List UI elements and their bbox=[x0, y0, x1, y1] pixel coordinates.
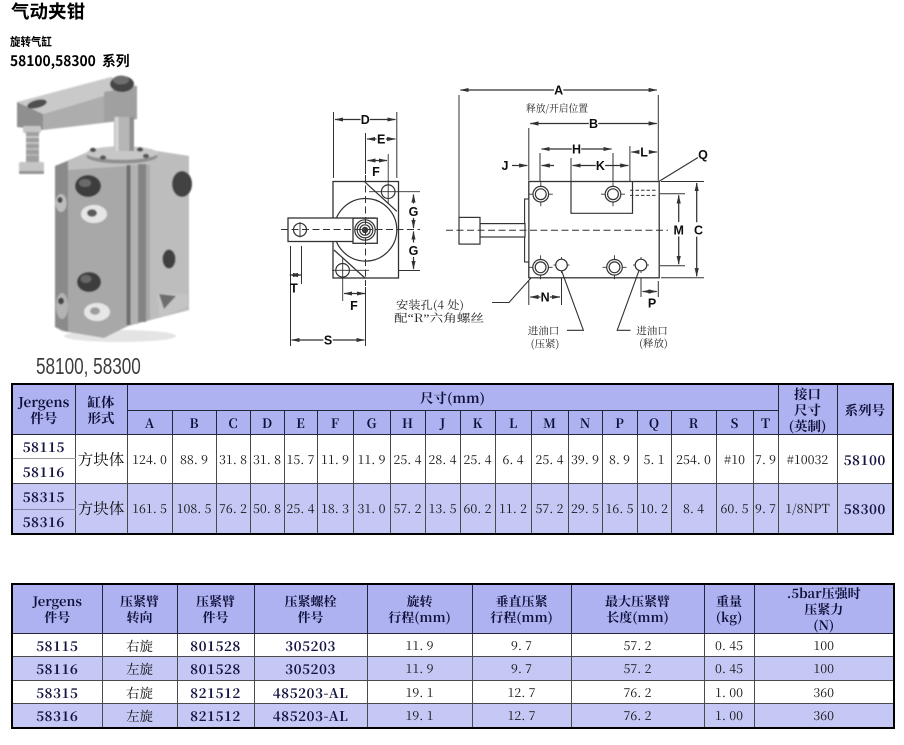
svg-text:E: E bbox=[377, 133, 385, 147]
svg-text:K: K bbox=[596, 159, 605, 173]
svg-text:T: T bbox=[290, 282, 298, 296]
svg-text:(压紧): (压紧) bbox=[531, 337, 560, 352]
svg-text:F: F bbox=[372, 165, 380, 179]
svg-text:(释放): (释放) bbox=[639, 336, 668, 351]
svg-text:P: P bbox=[648, 297, 656, 311]
svg-text:H: H bbox=[572, 143, 581, 157]
svg-text:Q: Q bbox=[698, 148, 708, 162]
svg-text:D: D bbox=[361, 113, 370, 127]
svg-text:J: J bbox=[502, 159, 509, 173]
svg-text:N: N bbox=[541, 291, 550, 305]
svg-text:A: A bbox=[554, 85, 563, 98]
svg-text:S: S bbox=[324, 334, 332, 348]
svg-text:M: M bbox=[673, 223, 683, 237]
svg-text:配“R”六角螺丝: 配“R”六角螺丝 bbox=[394, 310, 485, 326]
svg-text:G: G bbox=[409, 244, 419, 258]
svg-text:安装孔(4 处): 安装孔(4 处) bbox=[396, 297, 464, 313]
svg-text:F: F bbox=[350, 299, 358, 313]
svg-text:B: B bbox=[589, 117, 598, 131]
svg-text:进油口: 进油口 bbox=[636, 324, 668, 339]
svg-text:L: L bbox=[640, 146, 648, 160]
svg-text:G: G bbox=[409, 205, 419, 219]
svg-text:进油口: 进油口 bbox=[528, 324, 560, 339]
svg-text:C: C bbox=[694, 224, 703, 238]
svg-text:释放/开启位置: 释放/开启位置 bbox=[526, 101, 588, 116]
